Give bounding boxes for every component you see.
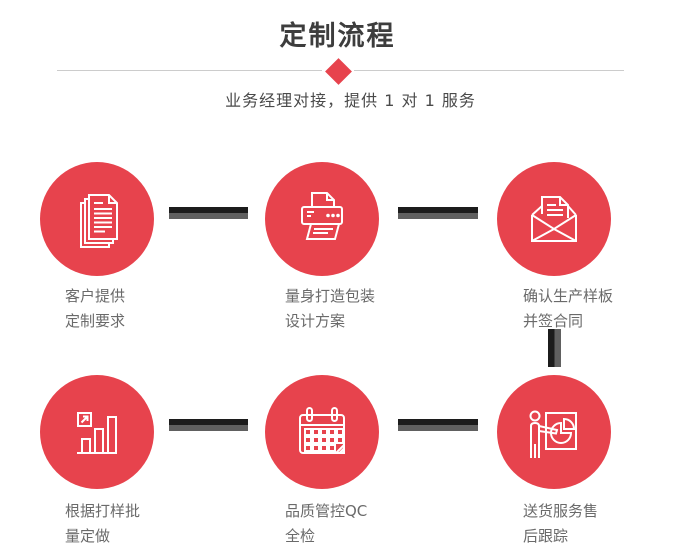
stacked-documents-icon — [80, 194, 118, 248]
step-1-label: 客户提供 定制要求 — [65, 284, 125, 334]
step-4-label: 根据打样批 量定做 — [65, 499, 140, 549]
printer-icon — [301, 192, 343, 240]
connector-step4-step5 — [169, 419, 248, 431]
connector-step2-step3 — [398, 207, 478, 219]
step-6-label: 送货服务售 后跟踪 — [523, 499, 598, 549]
step-2-circle — [265, 162, 379, 276]
step-5-label-line1: 品质管控QC — [285, 502, 368, 520]
step-2-label-line1: 量身打造包装 — [285, 287, 376, 305]
step-1-circle — [40, 162, 154, 276]
step-3-label: 确认生产样板 并签合同 — [523, 284, 613, 334]
calendar-icon — [299, 407, 345, 454]
step-5-label: 品质管控QC 全检 — [285, 499, 367, 549]
step-2-label: 量身打造包装 设计方案 — [285, 284, 375, 334]
step-4-circle — [40, 375, 154, 489]
growth-bar-chart-icon — [77, 412, 117, 454]
step-4-label-line1: 根据打样批 — [65, 502, 141, 520]
open-envelope-letter-icon — [531, 196, 577, 242]
subtitle: 业务经理对接，提供 1 对 1 服务 — [225, 91, 476, 110]
step-2-label-line2: 设计方案 — [285, 312, 346, 330]
step-5-circle — [265, 375, 379, 489]
step-3-label-line1: 确认生产样板 — [523, 287, 614, 305]
step-3-circle — [497, 162, 611, 276]
step-6-label-line1: 送货服务售 — [523, 502, 599, 520]
diamond-marker — [322, 55, 354, 87]
step-4-label-line2: 量定做 — [65, 527, 111, 545]
diamond-icon — [324, 57, 352, 85]
page-title: 定制流程 — [279, 21, 396, 52]
connector-step3-step6 — [548, 329, 561, 367]
step-5-label-line2: 全检 — [285, 527, 316, 545]
step-1-label-line1: 客户提供 — [65, 287, 126, 305]
step-6-label-line2: 后跟踪 — [523, 527, 569, 545]
step-3-label-line2: 并签合同 — [523, 312, 584, 330]
connector-step1-step2 — [169, 207, 248, 219]
step-6-circle — [497, 375, 611, 489]
step-1-label-line2: 定制要求 — [65, 312, 126, 330]
connector-step5-step6 — [398, 419, 478, 431]
presentation-board-icon — [529, 410, 577, 458]
